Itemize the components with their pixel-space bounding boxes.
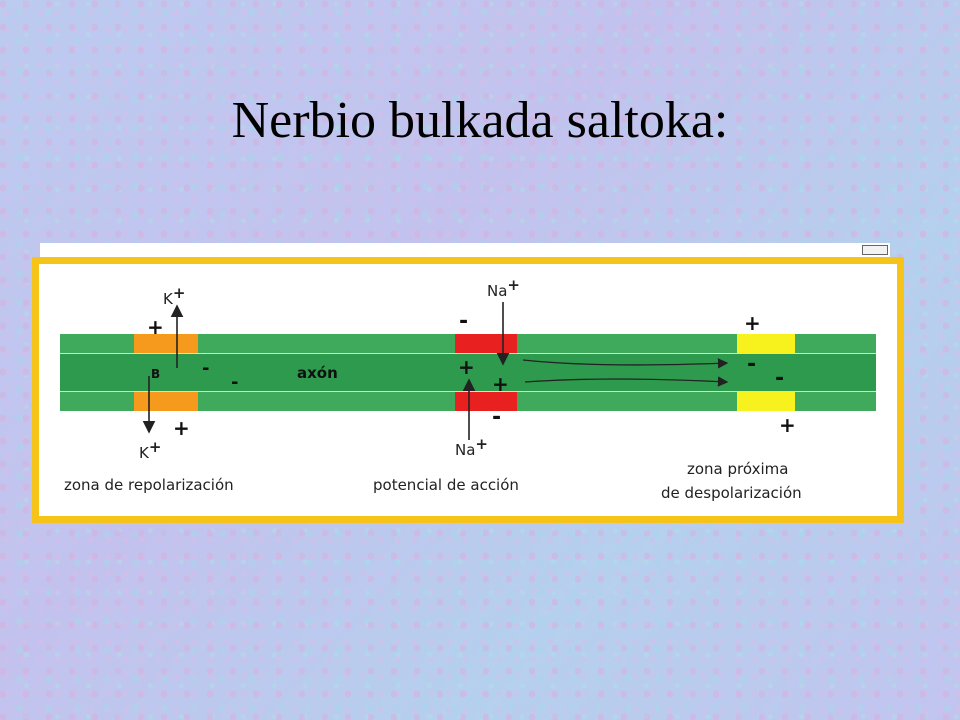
plus-sign: + <box>779 413 796 437</box>
diagram-canvas: axón B K+ K+ Na+ Na+ + + - - - + + - + -… <box>60 276 876 502</box>
axon-label: axón <box>297 364 338 382</box>
minus-sign: - <box>775 366 784 391</box>
minus-sign: - <box>459 309 468 334</box>
plus-sign: + <box>492 372 509 396</box>
k-ion-label-bottom: K+ <box>139 438 161 462</box>
next-depolarization-label-line2: de despolarización <box>661 484 802 502</box>
next-zone-top <box>737 334 795 353</box>
repolarization-zone-top <box>134 334 198 353</box>
local-current-arrow-lower <box>524 376 729 387</box>
saltatory-conduction-diagram: axón B K+ K+ Na+ Na+ + + - - - + + - + -… <box>32 257 904 523</box>
action-zone-bottom <box>455 392 517 411</box>
next-zone-bottom <box>737 392 795 411</box>
plus-sign: + <box>458 355 475 379</box>
action-zone-top <box>455 334 517 353</box>
minus-sign: - <box>747 352 756 377</box>
plus-sign: + <box>744 311 761 335</box>
k-ion-label-top: K+ <box>163 284 185 308</box>
minus-sign: - <box>202 358 209 379</box>
image-corner-mark <box>862 245 888 255</box>
minus-sign: - <box>492 405 501 430</box>
slide-title: Nerbio bulkada saltoka: <box>231 92 729 149</box>
repolarization-zone-bottom <box>134 392 198 411</box>
na-ion-label-top: Na+ <box>487 276 520 300</box>
local-current-arrow-upper <box>522 358 729 369</box>
plus-sign: + <box>173 416 190 440</box>
minus-sign: - <box>231 372 238 393</box>
repolarization-zone-label: zona de repolarización <box>64 476 234 494</box>
action-potential-label: potencial de acción <box>373 476 519 494</box>
na-ion-label-bottom: Na+ <box>455 435 488 459</box>
b-label: B <box>151 367 160 381</box>
image-top-strip <box>40 243 890 257</box>
next-depolarization-label-line1: zona próxima <box>687 460 788 478</box>
plus-sign: + <box>147 315 164 339</box>
